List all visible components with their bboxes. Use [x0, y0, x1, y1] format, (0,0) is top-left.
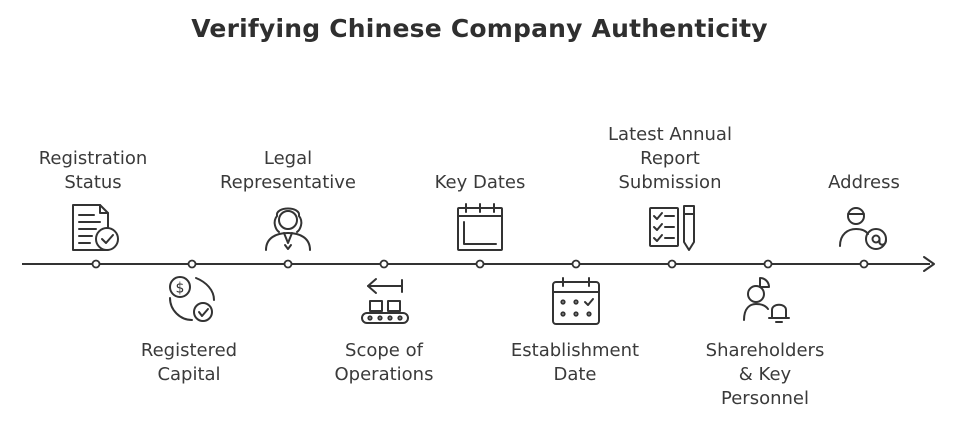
- label-address: Address: [828, 172, 900, 193]
- money-cycle-icon: $: [169, 276, 215, 322]
- calendar-grid-icon: [552, 277, 600, 325]
- label-registered-capital: Registered Capital: [140, 340, 238, 385]
- person-at-icon: [839, 207, 887, 250]
- person-bell-icon: [743, 277, 790, 323]
- label-registration-status: Registration Status: [38, 148, 148, 193]
- judge-icon: [265, 207, 311, 251]
- timeline-nodes: [91, 259, 869, 269]
- svg-text:$: $: [176, 281, 185, 297]
- timeline-node: [283, 259, 293, 269]
- label-shareholders-key-personnel: Shareholders & Key Personnel: [705, 340, 825, 409]
- label-latest-annual-report: Latest Annual Report Submission: [608, 124, 732, 193]
- timeline-node: [667, 259, 677, 269]
- label-scope-of-operations: Scope of Operations: [334, 340, 434, 385]
- timeline-node: [91, 259, 101, 269]
- timeline-node: [859, 259, 869, 269]
- timeline-node: [379, 259, 389, 269]
- timeline-node: [571, 259, 581, 269]
- conveyor-icon: [361, 278, 409, 324]
- label-establishment-date: Establishment Date: [510, 340, 640, 385]
- timeline-node: [187, 259, 197, 269]
- calendar-icon: [457, 203, 503, 251]
- timeline-node: [763, 259, 773, 269]
- document-check-icon: [72, 204, 119, 251]
- label-key-dates: Key Dates: [434, 172, 526, 193]
- checklist-pen-icon: [649, 205, 695, 251]
- diagram-title: Verifying Chinese Company Authenticity: [191, 14, 768, 43]
- label-legal-representative: Legal Representative: [219, 148, 356, 193]
- timeline-node: [475, 259, 485, 269]
